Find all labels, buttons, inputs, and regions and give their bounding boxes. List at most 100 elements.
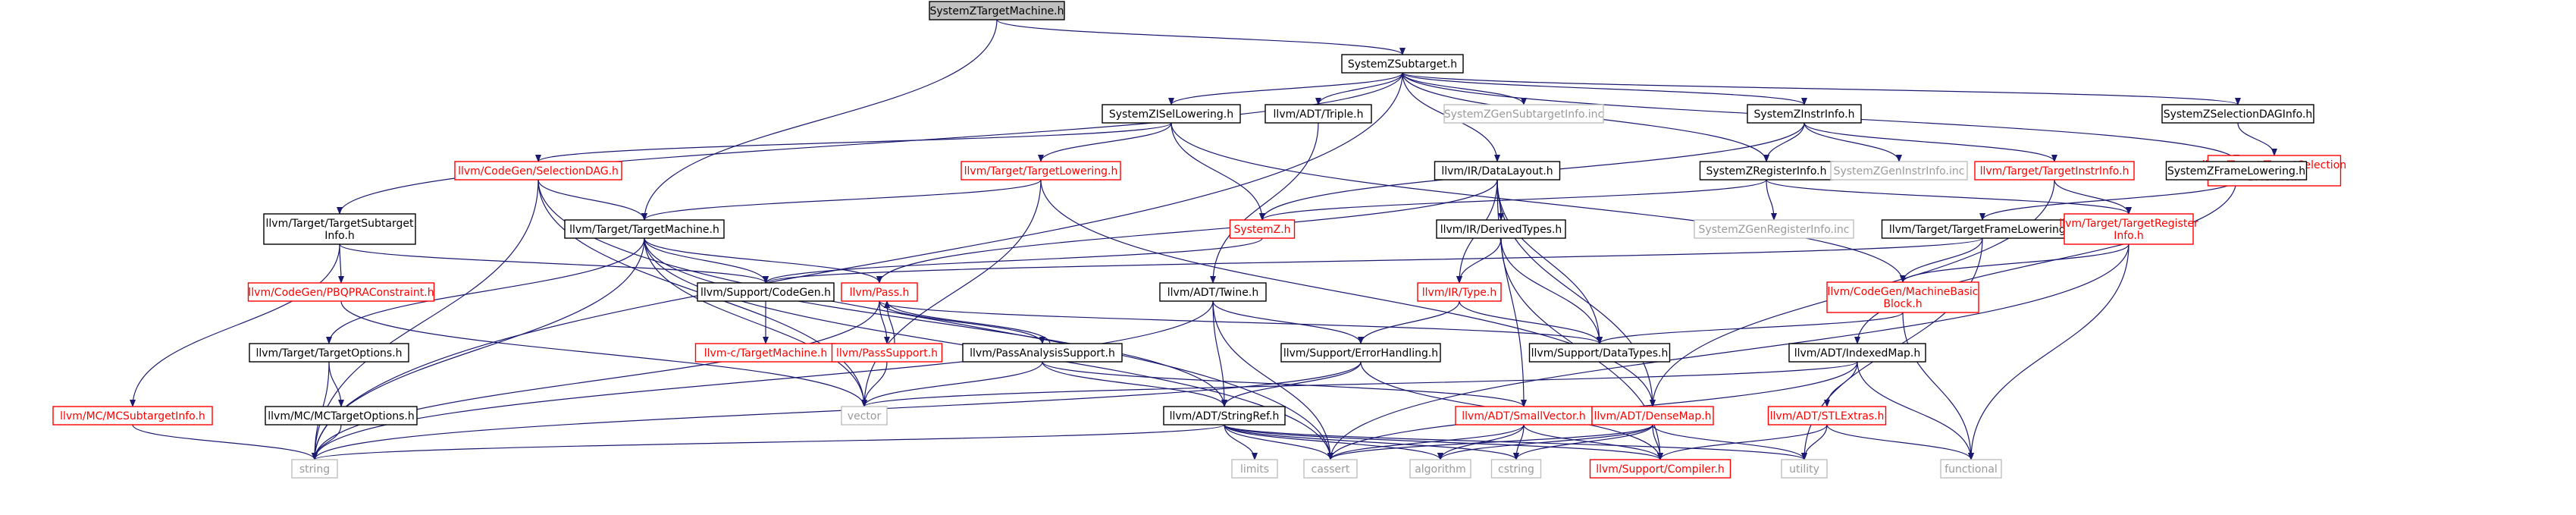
node-selectiondaginfo[interactable]: SystemZSelectionDAGInfo.h (2161, 104, 2314, 124)
edge-passsupport-to-vector (861, 361, 888, 407)
node-ctargetmachine[interactable]: llvm-c/TargetMachine.h (694, 343, 837, 363)
node-pbqpraconstraint[interactable]: llvm/CodeGen/PBQPRAConstraint.h (247, 282, 435, 302)
node-twine[interactable]: llvm/ADT/Twine.h (1159, 282, 1267, 302)
node-smallvector[interactable]: llvm/ADT/SmallVector.h (1455, 406, 1593, 426)
node-subtarget[interactable]: SystemZSubtarget.h (1341, 54, 1464, 74)
node-box (564, 219, 725, 239)
node-functional[interactable]: functional (1940, 459, 2002, 479)
node-box (1490, 459, 1542, 479)
node-pass[interactable]: llvm/Pass.h (841, 282, 918, 302)
edge-passanalysissupport-to-stringref (1042, 361, 1227, 407)
node-geninstrinfo[interactable]: SystemZGenInstrInfo.inc (1830, 161, 1968, 181)
node-datatypes[interactable]: llvm/Support/DataTypes.h (1528, 343, 1671, 363)
node-selectiondag[interactable]: llvm/CodeGen/SelectionDAG.h (454, 161, 622, 181)
edge-instrinfo-to-registerinfo (1763, 122, 1805, 162)
node-irtype[interactable]: llvm/IR/Type.h (1417, 282, 1502, 302)
edge-passanalysissupport-to-smallvector (1042, 361, 1527, 407)
node-box (2165, 161, 2308, 181)
node-label: cassert (1312, 463, 1350, 476)
node-label: SystemZSelectionDAGInfo.h (2164, 108, 2313, 121)
node-label: SystemZSubtarget.h (1348, 58, 1457, 71)
node-string[interactable]: string (291, 459, 338, 479)
node-passanalysissupport[interactable]: llvm/PassAnalysisSupport.h (962, 343, 1123, 363)
edge-targetlowering-to-targetmachine (641, 179, 1042, 221)
edge-smallvector-to-cassert (1327, 424, 1525, 460)
edge-targetoptions-to-mctargetoptions (328, 361, 344, 407)
node-box (1341, 54, 1464, 74)
node-cassert[interactable]: cassert (1303, 459, 1358, 479)
edge-targetlowering-to-densemap (1040, 179, 1656, 407)
node-gensubtargetinfo[interactable]: SystemZGenSubtargetInfo.inc (1443, 104, 1604, 124)
node-framelowering[interactable]: SystemZFrameLowering.h (2165, 161, 2308, 181)
node-box (929, 1, 1065, 20)
node-box (291, 459, 338, 479)
edge-densemap-to-cstring (1513, 424, 1653, 460)
node-label: llvm/Target/TargetLowering.h (964, 165, 1118, 177)
node-targetinstrinfo[interactable]: llvm/Target/TargetInstrInfo.h (1974, 161, 2135, 181)
node-indexedmap[interactable]: llvm/ADT/IndexedMap.h (1788, 343, 1926, 363)
node-label: llvm/CodeGen/SelectionDAG.h (458, 165, 619, 177)
node-registerinfo[interactable]: SystemZRegisterInfo.h (1699, 161, 1834, 181)
edge-indexedmap-to-vector (861, 361, 1858, 407)
node-box (1830, 161, 1968, 181)
edge-subtarget-to-isellowering (1168, 72, 1403, 105)
node-triple[interactable]: llvm/ADT/Triple.h (1264, 104, 1372, 124)
node-mcsubtargetinfo[interactable]: llvm/MC/MCSubtargetInfo.h (52, 406, 213, 426)
edge-root-to-targetmachine (641, 19, 998, 221)
node-datalayout[interactable]: llvm/IR/DataLayout.h (1434, 161, 1561, 181)
node-targetmachine[interactable]: llvm/Target/TargetMachine.h (564, 219, 725, 239)
node-errorhandling[interactable]: llvm/Support/ErrorHandling.h (1280, 343, 1441, 363)
node-box (1781, 459, 1828, 479)
node-algorithm[interactable]: algorithm (1409, 459, 1471, 479)
edge-targetregisterinfo-to-machinebasicblock (1900, 243, 2129, 283)
edge-targetframelowering-to-codegen (763, 237, 1983, 284)
node-compiler[interactable]: llvm/Support/Compiler.h (1589, 459, 1731, 479)
edge-targetsubtargetinfo-to-mcsubtargetinfo (130, 243, 340, 407)
node-stringref[interactable]: llvm/ADT/StringRef.h (1163, 406, 1286, 426)
edge-registerinfo-to-genregisterinfo (1766, 179, 1777, 221)
node-box (1229, 219, 1296, 239)
node-root[interactable]: SystemZTargetMachine.h (929, 1, 1065, 20)
node-limits[interactable]: limits (1231, 459, 1278, 479)
edge-stlextras-to-utility (1801, 424, 1828, 460)
node-label: SystemZInstrInfo.h (1754, 108, 1855, 121)
node-isellowering[interactable]: SystemZISelLowering.h (1102, 104, 1241, 124)
edge-stlextras-to-functional (1826, 424, 1974, 460)
node-box (2064, 213, 2194, 245)
node-targetoptions[interactable]: llvm/Target/TargetOptions.h (249, 343, 409, 363)
node-mctargetoptions[interactable]: llvm/MC/MCTargetOptions.h (265, 406, 418, 426)
edge-framelowering-to-indexedmap (1854, 179, 2237, 344)
node-densemap[interactable]: llvm/ADT/DenseMap.h (1591, 406, 1714, 426)
node-instrinfo[interactable]: SystemZInstrInfo.h (1747, 104, 1862, 124)
edge-smallvector-to-algorithm (1437, 424, 1525, 460)
node-genregisterinfo[interactable]: SystemZGenRegisterInfo.inc (1694, 219, 1854, 239)
node-box (1280, 343, 1441, 363)
node-systemz[interactable]: SystemZ.h (1229, 219, 1296, 239)
node-stlextras[interactable]: llvm/ADT/STLExtras.h (1767, 406, 1887, 426)
node-box (1699, 161, 1834, 181)
node-label: llvm/Target/TargetSubtarget (266, 218, 414, 230)
edge-registerinfo-to-targetregisterinfo (1766, 179, 2132, 215)
edge-stringref-to-string (312, 424, 1225, 460)
node-derivedtypes[interactable]: llvm/IR/DerivedTypes.h (1436, 219, 1566, 239)
edge-smallvector-to-compiler (1523, 424, 1663, 460)
edge-triple-to-twine (1210, 122, 1319, 284)
node-passsupport[interactable]: llvm/PassSupport.h (831, 343, 943, 363)
node-vector[interactable]: vector (841, 406, 888, 426)
node-box (1303, 459, 1358, 479)
edge-instrinfo-to-targetinstrinfo (1804, 122, 2057, 162)
node-codegen[interactable]: llvm/Support/CodeGen.h (697, 282, 835, 302)
node-box (1102, 104, 1241, 124)
node-label: llvm/IR/DerivedTypes.h (1440, 224, 1562, 236)
node-label: algorithm (1415, 463, 1466, 476)
node-utility[interactable]: utility (1781, 459, 1828, 479)
node-box (1409, 459, 1471, 479)
node-cstring[interactable]: cstring (1490, 459, 1542, 479)
node-targetframelowering[interactable]: llvm/Target/TargetFrameLowering.h (1881, 219, 2084, 239)
node-label: llvm/ADT/DenseMap.h (1594, 410, 1711, 422)
node-targetlowering[interactable]: llvm/Target/TargetLowering.h (961, 161, 1121, 181)
